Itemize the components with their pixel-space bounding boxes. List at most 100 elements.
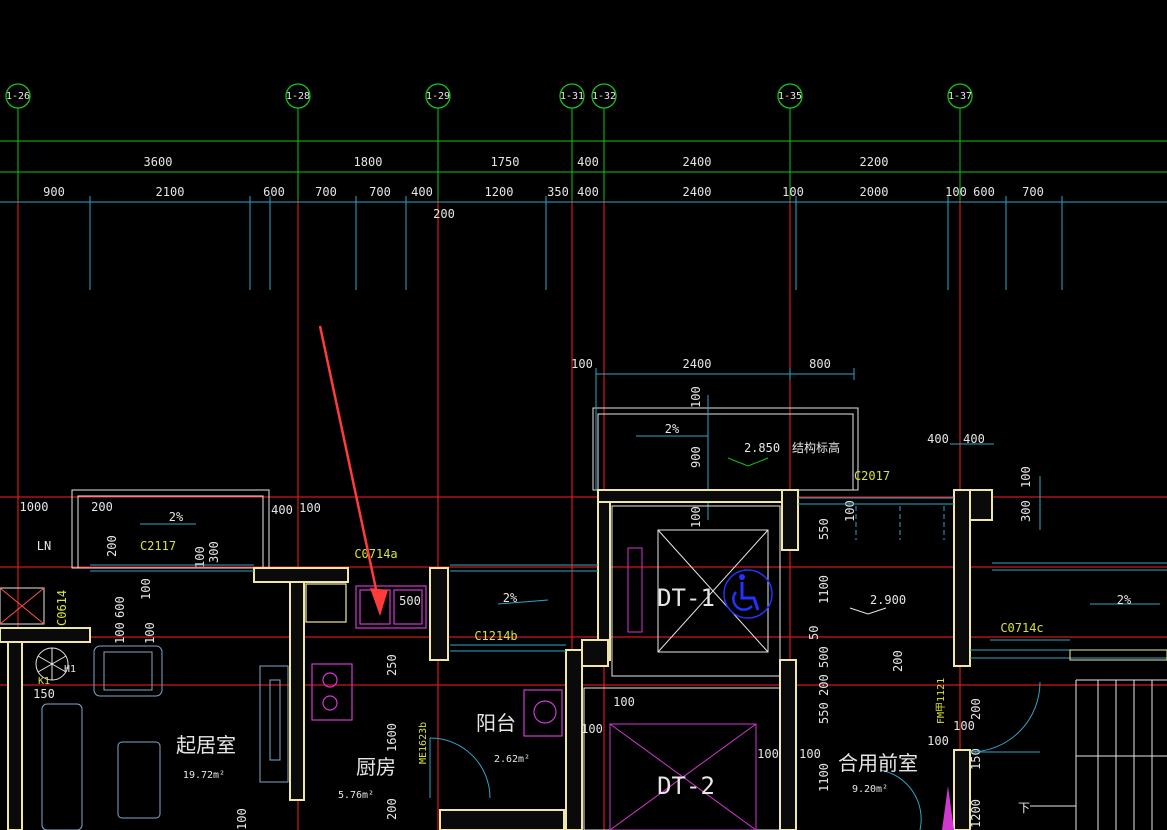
dimension-text-canopy: 2400 800 100 400 400 1000 200 400 100 50… bbox=[20, 357, 985, 761]
dim-text: 100 bbox=[799, 747, 821, 761]
dim-text: 100 bbox=[581, 722, 603, 736]
dim-text: 900 bbox=[43, 185, 65, 199]
elevator-dt1[interactable]: DT-1 bbox=[611, 505, 781, 677]
room-area-kitchen: 5.76m² bbox=[338, 790, 374, 801]
dim-text: 400 bbox=[577, 155, 599, 169]
dim-text: 100 bbox=[927, 734, 949, 748]
grid-bubble-1-37[interactable]: 1-37 bbox=[947, 83, 973, 109]
arrow-pointer-icon bbox=[318, 325, 388, 616]
dim-text: 400 bbox=[577, 185, 599, 199]
dim-text: 900 bbox=[689, 446, 703, 468]
grid-bubble-1-29[interactable]: 1-29 bbox=[425, 83, 451, 109]
dim-text: 100 bbox=[782, 185, 804, 199]
grid-label: 1-26 bbox=[6, 91, 30, 102]
grid-label: 1-29 bbox=[426, 91, 450, 102]
grid-bubbles: 1-26 1-28 1-29 1-31 1-32 1-35 1-37 bbox=[5, 83, 973, 109]
level-text: 2.900 bbox=[870, 593, 906, 607]
k1-value: 150 bbox=[33, 687, 55, 701]
dim-text: 2000 bbox=[860, 185, 889, 199]
dim-text: 550 bbox=[817, 518, 831, 540]
dimension-text-row2: 900 2100 600 700 700 400 1200 350 400 24… bbox=[43, 185, 1044, 221]
grid-bubble-1-35[interactable]: 1-35 bbox=[777, 83, 803, 109]
dim-text: 1750 bbox=[491, 155, 520, 169]
dim-text: 600 bbox=[113, 596, 127, 618]
grid-label: 1-35 bbox=[778, 91, 802, 102]
window-code: C0614 bbox=[55, 590, 69, 626]
grid-label: 1-31 bbox=[560, 91, 584, 102]
k1-label: K1 bbox=[38, 676, 50, 687]
dim-text: 1600 bbox=[385, 723, 399, 752]
grid-bubble-leaders bbox=[17, 108, 961, 200]
grid-label: 1-37 bbox=[948, 91, 972, 102]
dim-text: 100 bbox=[193, 546, 207, 568]
slope-text: 2% bbox=[503, 591, 518, 605]
dim-text: 2400 bbox=[683, 155, 712, 169]
dim-text: 100 bbox=[299, 501, 321, 515]
room-name-living: 起居室 bbox=[176, 733, 236, 757]
dimension-text-row1: 3600 1800 1750 400 2400 2200 bbox=[144, 155, 889, 169]
dim-text: 400 bbox=[963, 432, 985, 446]
dim-text: 250 bbox=[385, 654, 399, 676]
dim-text: 500 bbox=[817, 646, 831, 668]
dim-text: 100 bbox=[139, 578, 153, 600]
structure-label: 结构标高 bbox=[792, 440, 840, 455]
slope-text: 2% bbox=[169, 510, 184, 524]
dim-text: 1200 bbox=[969, 799, 983, 828]
dim-text: 1000 bbox=[20, 500, 49, 514]
dim-text: 100 bbox=[843, 500, 857, 522]
elevator-dt2[interactable]: DT-2 bbox=[583, 687, 781, 830]
dim-text: 3600 bbox=[144, 155, 173, 169]
canopy-outlines bbox=[71, 407, 859, 569]
grid-label: 1-28 bbox=[286, 91, 310, 102]
grid-bubble-1-32[interactable]: 1-32 bbox=[591, 83, 617, 109]
dim-text: 200 bbox=[385, 798, 399, 820]
grid-bubble-1-28[interactable]: 1-28 bbox=[285, 83, 311, 109]
dim-text: 400 bbox=[927, 432, 949, 446]
dim-text: 100 bbox=[953, 719, 975, 733]
dim-text: 100 bbox=[757, 747, 779, 761]
h1-label: H1 bbox=[64, 664, 76, 675]
vertical-dimension-text: 200 300 100 600 100 100 100 100 900 100 … bbox=[105, 386, 1033, 830]
dim-text: 200 bbox=[433, 207, 455, 221]
dim-text: 500 bbox=[399, 594, 421, 608]
dim-text: 700 bbox=[369, 185, 391, 199]
elevator-label: DT-2 bbox=[657, 772, 715, 800]
dim-text: 100 bbox=[1019, 466, 1033, 488]
dim-text: 100 bbox=[945, 185, 967, 199]
window-code: C0714c bbox=[1000, 621, 1043, 635]
dim-text: 150 bbox=[969, 748, 983, 770]
dim-text: 600 bbox=[263, 185, 285, 199]
ln-label: LN bbox=[37, 539, 51, 553]
dim-text: 100 bbox=[235, 808, 249, 830]
window-code: C2017 bbox=[854, 469, 890, 483]
dim-text: 2400 bbox=[683, 185, 712, 199]
window-code: C0714a bbox=[354, 547, 397, 561]
dim-text: 100 bbox=[613, 695, 635, 709]
slope-arrows bbox=[140, 435, 1160, 615]
window-labels: C2017 C2117 C0714a C1214b C0714c C0614 M… bbox=[33, 469, 1044, 815]
room-labels: 起居室 19.72m² 厨房 5.76m² 阳台 2.62m² 合用前室 9.2… bbox=[176, 711, 918, 801]
doors bbox=[429, 506, 1041, 830]
elevator-label: DT-1 bbox=[657, 584, 715, 612]
dim-text: 600 bbox=[973, 185, 995, 199]
dim-text: 400 bbox=[271, 503, 293, 517]
dim-text: 200 bbox=[891, 650, 905, 672]
level-text: 2.850 bbox=[744, 441, 780, 455]
window-code: C2117 bbox=[140, 539, 176, 553]
grid-bubble-1-26[interactable]: 1-26 bbox=[5, 83, 31, 109]
dim-text: 350 bbox=[547, 185, 569, 199]
walls bbox=[0, 489, 993, 830]
room-area-living: 19.72m² bbox=[183, 770, 225, 781]
slope-text: 2% bbox=[1117, 593, 1132, 607]
living-furniture bbox=[0, 587, 289, 830]
dim-text: 2400 bbox=[683, 357, 712, 371]
room-area-lobby: 9.20m² bbox=[852, 784, 888, 795]
room-name-lobby: 合用前室 bbox=[838, 751, 918, 775]
dim-text: 700 bbox=[315, 185, 337, 199]
dimension-lines-top bbox=[0, 140, 1167, 290]
dim-text: 200 bbox=[969, 698, 983, 720]
grid-axis-lines bbox=[0, 108, 1167, 830]
grid-bubble-1-31[interactable]: 1-31 bbox=[559, 83, 585, 109]
dim-text: 200 bbox=[817, 674, 831, 696]
dim-text: 300 bbox=[1019, 500, 1033, 522]
